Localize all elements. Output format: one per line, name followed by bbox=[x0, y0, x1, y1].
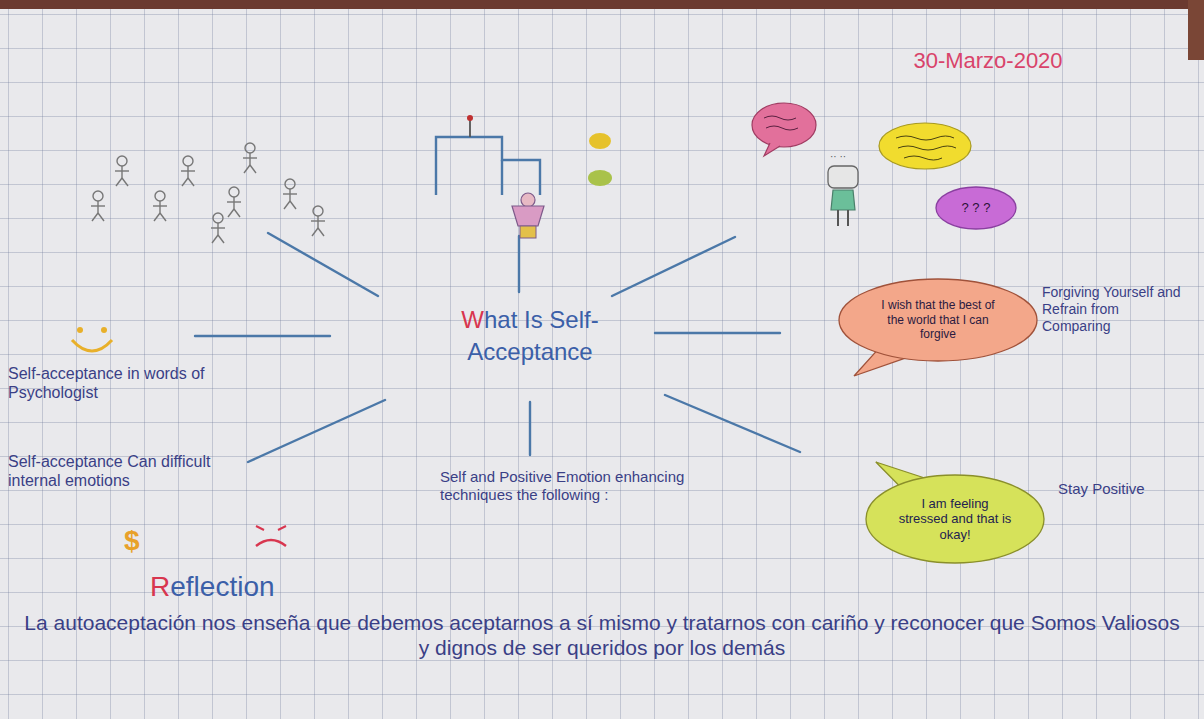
branch-note: Forgiving Yourself and Refrain from Comp… bbox=[1042, 284, 1182, 334]
map-title: What Is Self-Acceptance bbox=[420, 304, 640, 369]
speech-bubble: I am feeling stressed and that is okay! bbox=[865, 474, 1045, 564]
yellow-thought-bubble bbox=[879, 123, 971, 169]
bubble-text: I wish that the best of the world that I… bbox=[872, 298, 1004, 341]
podium-drawing bbox=[436, 120, 540, 195]
branch-note: Self-acceptance Can difficult internal e… bbox=[8, 452, 230, 490]
bubble-text: ? ? ? bbox=[962, 200, 991, 216]
pink-thought-bubble bbox=[752, 103, 816, 156]
table-edge bbox=[1188, 0, 1204, 60]
thinking-boy: ·· ·· bbox=[828, 151, 858, 226]
speech-bubble: I wish that the best of the world that I… bbox=[838, 278, 1038, 362]
speech-bubble: ? ? ? bbox=[935, 186, 1017, 230]
branch-note: Self and Positive Emotion enhancing tech… bbox=[440, 468, 730, 504]
sad-face bbox=[256, 526, 286, 546]
smiley-face bbox=[72, 327, 112, 351]
yellow-dot bbox=[589, 133, 611, 149]
green-dot bbox=[588, 170, 612, 186]
person-figure bbox=[512, 193, 544, 238]
bubble-text: I am feeling stressed and that is okay! bbox=[897, 496, 1013, 543]
date-label: 30-Marzo-2020 bbox=[828, 48, 1148, 74]
branch-note: Self-acceptance in words of Psychologist bbox=[8, 364, 238, 402]
dollar-symbol: $ bbox=[124, 525, 140, 556]
stick-figures bbox=[91, 143, 325, 243]
mind-map-rays bbox=[195, 233, 800, 462]
branch-note: Stay Positive bbox=[1058, 480, 1178, 498]
reflection-text: La autoaceptación nos enseña que debemos… bbox=[18, 610, 1186, 660]
reflection-heading: Reflection bbox=[150, 570, 410, 604]
table-edge bbox=[0, 0, 1204, 9]
flag-dot bbox=[467, 115, 473, 121]
svg-text:·· ··: ·· ·· bbox=[830, 151, 846, 162]
